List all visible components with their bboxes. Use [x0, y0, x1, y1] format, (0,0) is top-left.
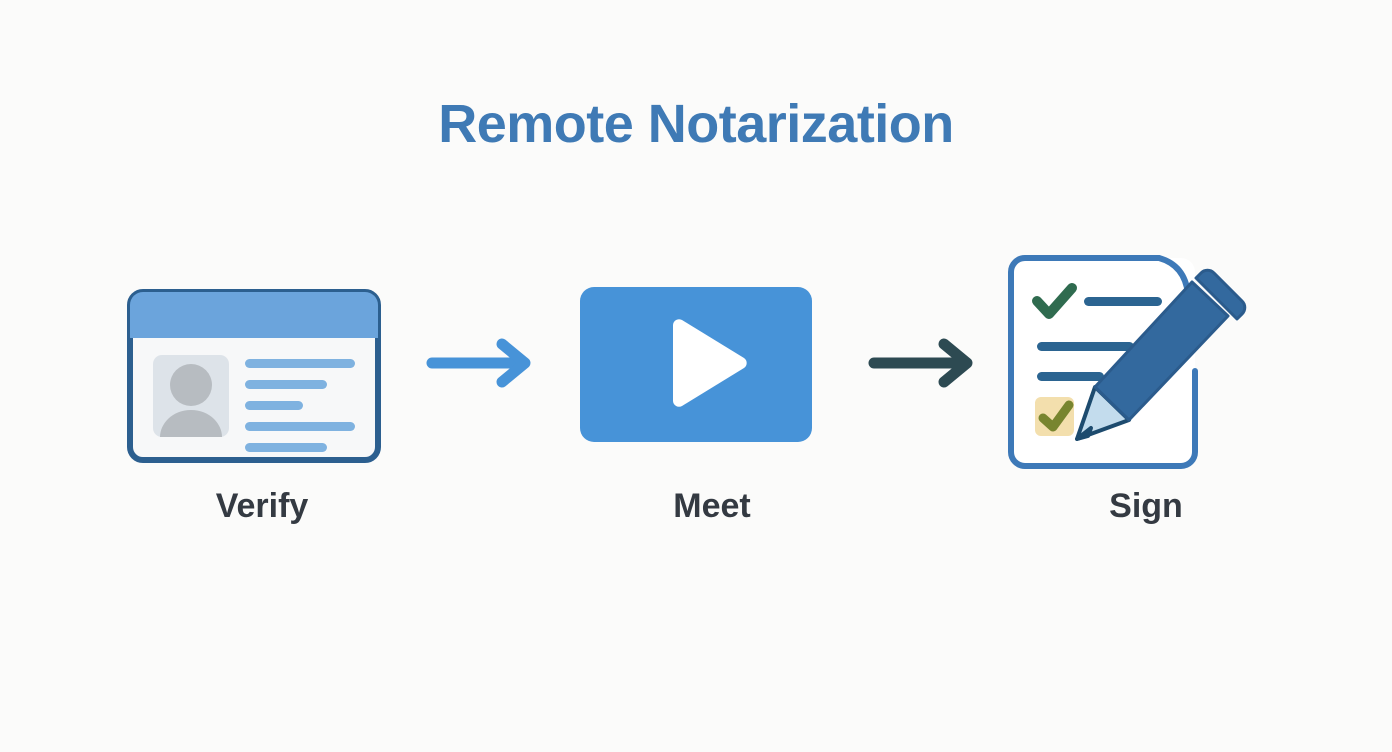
flow-step-label-meet: Meet — [673, 487, 751, 525]
process-flow-diagram: Verify Meet — [96, 250, 1296, 550]
flow-step-verify: Verify — [112, 250, 412, 550]
flow-step-meet: Meet — [562, 250, 862, 550]
page-title: Remote Notarization — [438, 94, 954, 154]
flow-step-label-verify: Verify — [215, 487, 309, 525]
arrow-right-icon-1 — [426, 338, 546, 388]
document-pencil-sign-icon — [996, 250, 1296, 475]
id-card-icon — [112, 250, 412, 475]
flow-step-sign: Sign — [996, 250, 1296, 550]
arrow-right-icon-2 — [868, 338, 988, 388]
flow-step-label-sign: Sign — [1109, 487, 1183, 525]
video-play-icon — [562, 250, 862, 475]
